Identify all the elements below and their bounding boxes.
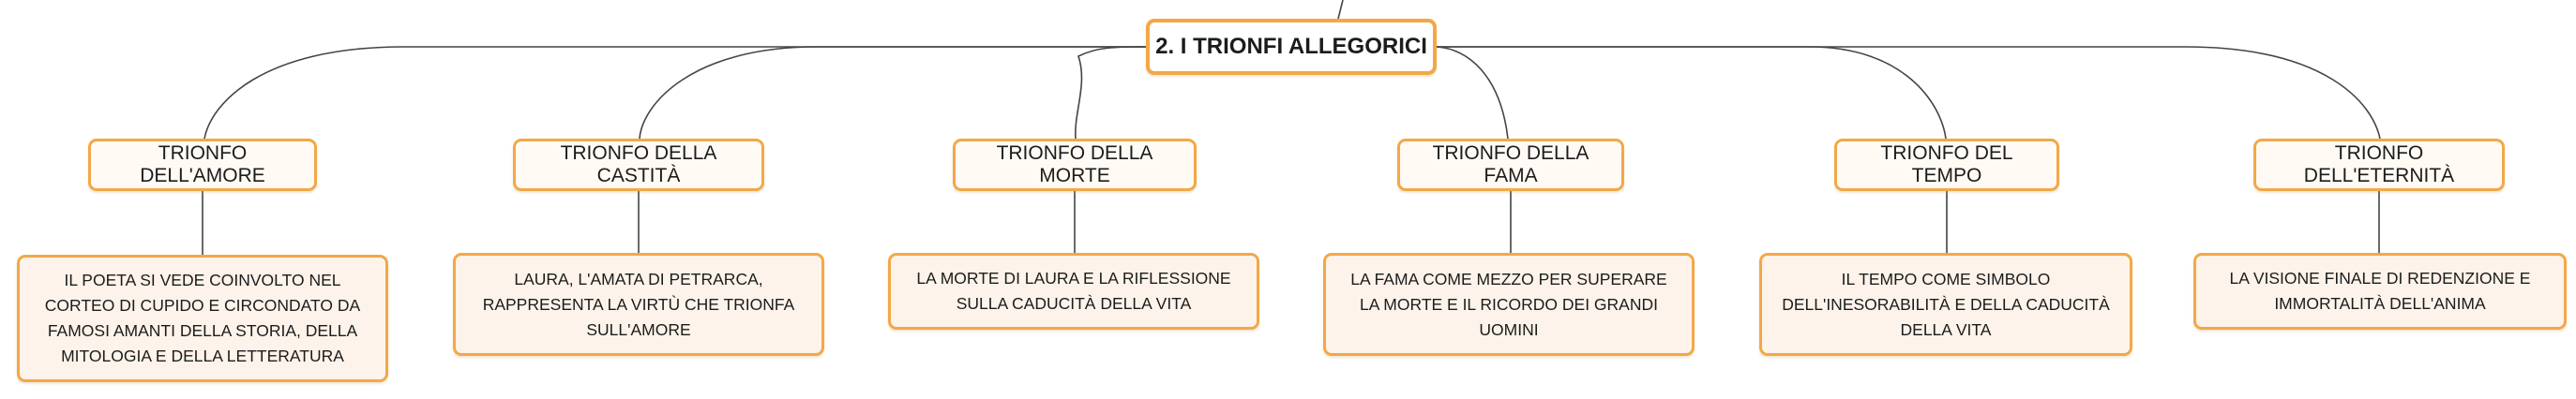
detail-trionfo-morte[interactable]: LA MORTE DI LAURA E LA RIFLESSIONE SULLA…	[888, 253, 1259, 330]
detail-trionfo-castita[interactable]: LAURA, L'AMATA DI PETRARCA, RAPPRESENTA …	[453, 253, 824, 356]
detail-trionfo-amore[interactable]: IL POETA SI VEDE COINVOLTO NEL CORTEO DI…	[17, 255, 388, 382]
parent-connector	[1337, 0, 1344, 20]
topic-trionfo-castita[interactable]: TRIONFO DELLA CASTITÀ	[513, 139, 764, 191]
connector-fama	[1436, 46, 1509, 140]
topic-trionfo-fama[interactable]: TRIONFO DELLA FAMA	[1397, 139, 1624, 191]
topic-trionfo-amore[interactable]: TRIONFO DELL'AMORE	[88, 139, 317, 191]
detail-trionfo-eternita[interactable]: LA VISIONE FINALE DI REDENZIONE E IMMORT…	[2193, 253, 2567, 330]
connector-tempo	[1437, 46, 1947, 140]
connector-amore	[203, 46, 1146, 140]
connector-morte	[1075, 46, 1147, 140]
connector-eternita	[1437, 46, 2381, 140]
topic-trionfo-tempo[interactable]: TRIONFO DEL TEMPO	[1834, 139, 2059, 191]
detail-trionfo-tempo[interactable]: IL TEMPO COME SIMBOLO DELL'INESORABILITÀ…	[1759, 253, 2132, 356]
connector-castita	[639, 46, 1146, 140]
topic-trionfo-eternita[interactable]: TRIONFO DELL'ETERNITÀ	[2253, 139, 2505, 191]
detail-trionfo-fama[interactable]: LA FAMA COME MEZZO PER SUPERARE LA MORTE…	[1323, 253, 1695, 356]
topic-trionfo-morte[interactable]: TRIONFO DELLA MORTE	[953, 139, 1197, 191]
root-topic[interactable]: 2. I TRIONFI ALLEGORICI	[1146, 19, 1437, 75]
